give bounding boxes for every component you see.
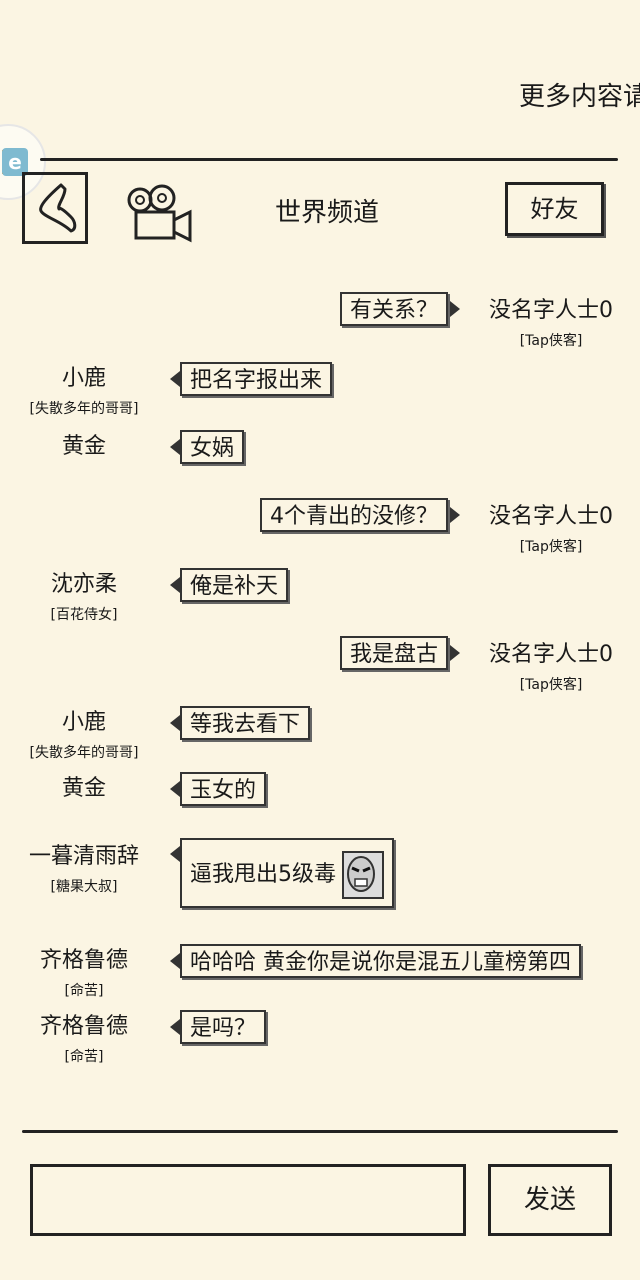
bubble-tail — [170, 439, 180, 455]
sender-name: 黄金 — [61, 776, 106, 801]
message-sender[interactable]: 黄金 — [20, 770, 148, 802]
bubble-tail — [170, 953, 180, 969]
message-bubble[interactable]: 玉女的 — [180, 772, 267, 806]
message-text: 4个青出的没修？ — [270, 504, 438, 529]
sender-name: 小鹿 — [61, 710, 106, 735]
message-sender[interactable]: 小鹿 [失散多年的哥哥] — [20, 360, 148, 418]
message-text: 等我去看下 — [190, 712, 301, 737]
message-sender[interactable]: 没名字人士0 [Tap侠客] — [480, 498, 622, 556]
sender-name: 沈亦柔 — [50, 572, 117, 597]
header-divider — [40, 158, 618, 161]
send-button[interactable]: 发送 — [488, 1164, 612, 1236]
message-sender[interactable]: 没名字人士0 [Tap侠客] — [480, 636, 622, 694]
sender-title-tag: [失散多年的哥哥] — [29, 745, 139, 761]
message-list[interactable]: 没名字人士0[Tap侠客]有关系？小鹿[失散多年的哥哥]把名字报出来黄金女娲没名… — [0, 270, 640, 1092]
sender-title-tag: [Tap侠客] — [519, 333, 583, 349]
bubble-tail — [170, 846, 180, 862]
message-text: 我是盘古 — [349, 642, 438, 667]
message-sender[interactable]: 黄金 — [20, 428, 148, 460]
message-bubble[interactable]: 4个青出的没修？ — [260, 498, 448, 532]
message-sender[interactable]: 沈亦柔 [百花侍女] — [20, 566, 148, 624]
message-text: 是吗？ — [190, 1016, 257, 1041]
message-text: 把名字报出来 — [190, 368, 323, 393]
message-bubble[interactable]: 把名字报出来 — [180, 362, 333, 396]
message-bubble[interactable]: 女娲 — [180, 430, 245, 464]
message-bubble[interactable]: 哈哈哈 黄金你是说你是混五儿童榜第四 — [180, 944, 581, 978]
message-bubble[interactable]: 有关系？ — [339, 292, 448, 326]
bubble-tail — [450, 507, 460, 523]
back-button[interactable] — [22, 172, 88, 244]
sender-name: 没名字人士0 — [489, 504, 613, 529]
message-text: 玉女的 — [190, 778, 257, 803]
message-text: 哈哈哈 黄金你是说你是混五儿童榜第四 — [190, 950, 571, 975]
sender-name: 齐格鲁德 — [39, 948, 128, 973]
sender-title-tag: [命苦] — [64, 1049, 104, 1065]
channel-title: 世界频道 — [274, 198, 379, 228]
bubble-tail — [170, 371, 180, 387]
message-input[interactable] — [30, 1164, 466, 1236]
message-bubble[interactable]: 等我去看下 — [180, 706, 311, 740]
sender-name: 没名字人士0 — [489, 298, 613, 323]
friends-button[interactable]: 好友 — [505, 182, 604, 236]
sender-title-tag: [百花侍女] — [50, 607, 118, 623]
message-text: 俺是补天 — [190, 574, 279, 599]
message-bubble[interactable]: 我是盘古 — [339, 636, 448, 670]
sender-title-tag: [糖果大叔] — [50, 879, 118, 895]
video-camera-icon[interactable] — [126, 184, 194, 248]
sender-name: 小鹿 — [61, 366, 106, 391]
sender-title-tag: [命苦] — [64, 983, 104, 999]
message-bubble[interactable]: 是吗？ — [180, 1010, 267, 1044]
message-sender[interactable]: 没名字人士0 [Tap侠客] — [480, 292, 622, 350]
top-banner-text: 更多内容请 — [519, 82, 640, 112]
sender-name: 一暮清雨辞 — [28, 844, 139, 869]
message-text: 有关系？ — [349, 298, 438, 323]
bubble-tail — [170, 1019, 180, 1035]
message-sender[interactable]: 齐格鲁德 [命苦] — [20, 1008, 148, 1066]
bubble-tail — [450, 301, 460, 317]
back-arrow-icon — [39, 183, 77, 233]
sender-title-tag: [失散多年的哥哥] — [29, 401, 139, 417]
composer-divider — [22, 1130, 618, 1133]
sender-title-tag: [Tap侠客] — [519, 539, 583, 555]
bubble-tail — [170, 715, 180, 731]
sender-name: 没名字人士0 — [489, 642, 613, 667]
sender-name: 黄金 — [61, 434, 106, 459]
message-bubble[interactable]: 俺是补天 — [180, 568, 289, 602]
bubble-tail — [170, 577, 180, 593]
message-sender[interactable]: 一暮清雨辞 [糖果大叔] — [20, 838, 148, 896]
angry-face-icon — [342, 851, 384, 899]
message-text: 女娲 — [190, 436, 235, 461]
message-sender[interactable]: 齐格鲁德 [命苦] — [20, 942, 148, 1000]
bubble-tail — [170, 781, 180, 797]
message-text: 逼我甩出5级毒 — [190, 862, 336, 887]
sender-name: 齐格鲁德 — [39, 1014, 128, 1039]
sender-title-tag: [Tap侠客] — [519, 677, 583, 693]
message-sender[interactable]: 小鹿 [失散多年的哥哥] — [20, 704, 148, 762]
assistant-e-icon: e — [2, 148, 28, 176]
bubble-tail — [450, 645, 460, 661]
message-bubble[interactable]: 逼我甩出5级毒 — [180, 838, 394, 908]
